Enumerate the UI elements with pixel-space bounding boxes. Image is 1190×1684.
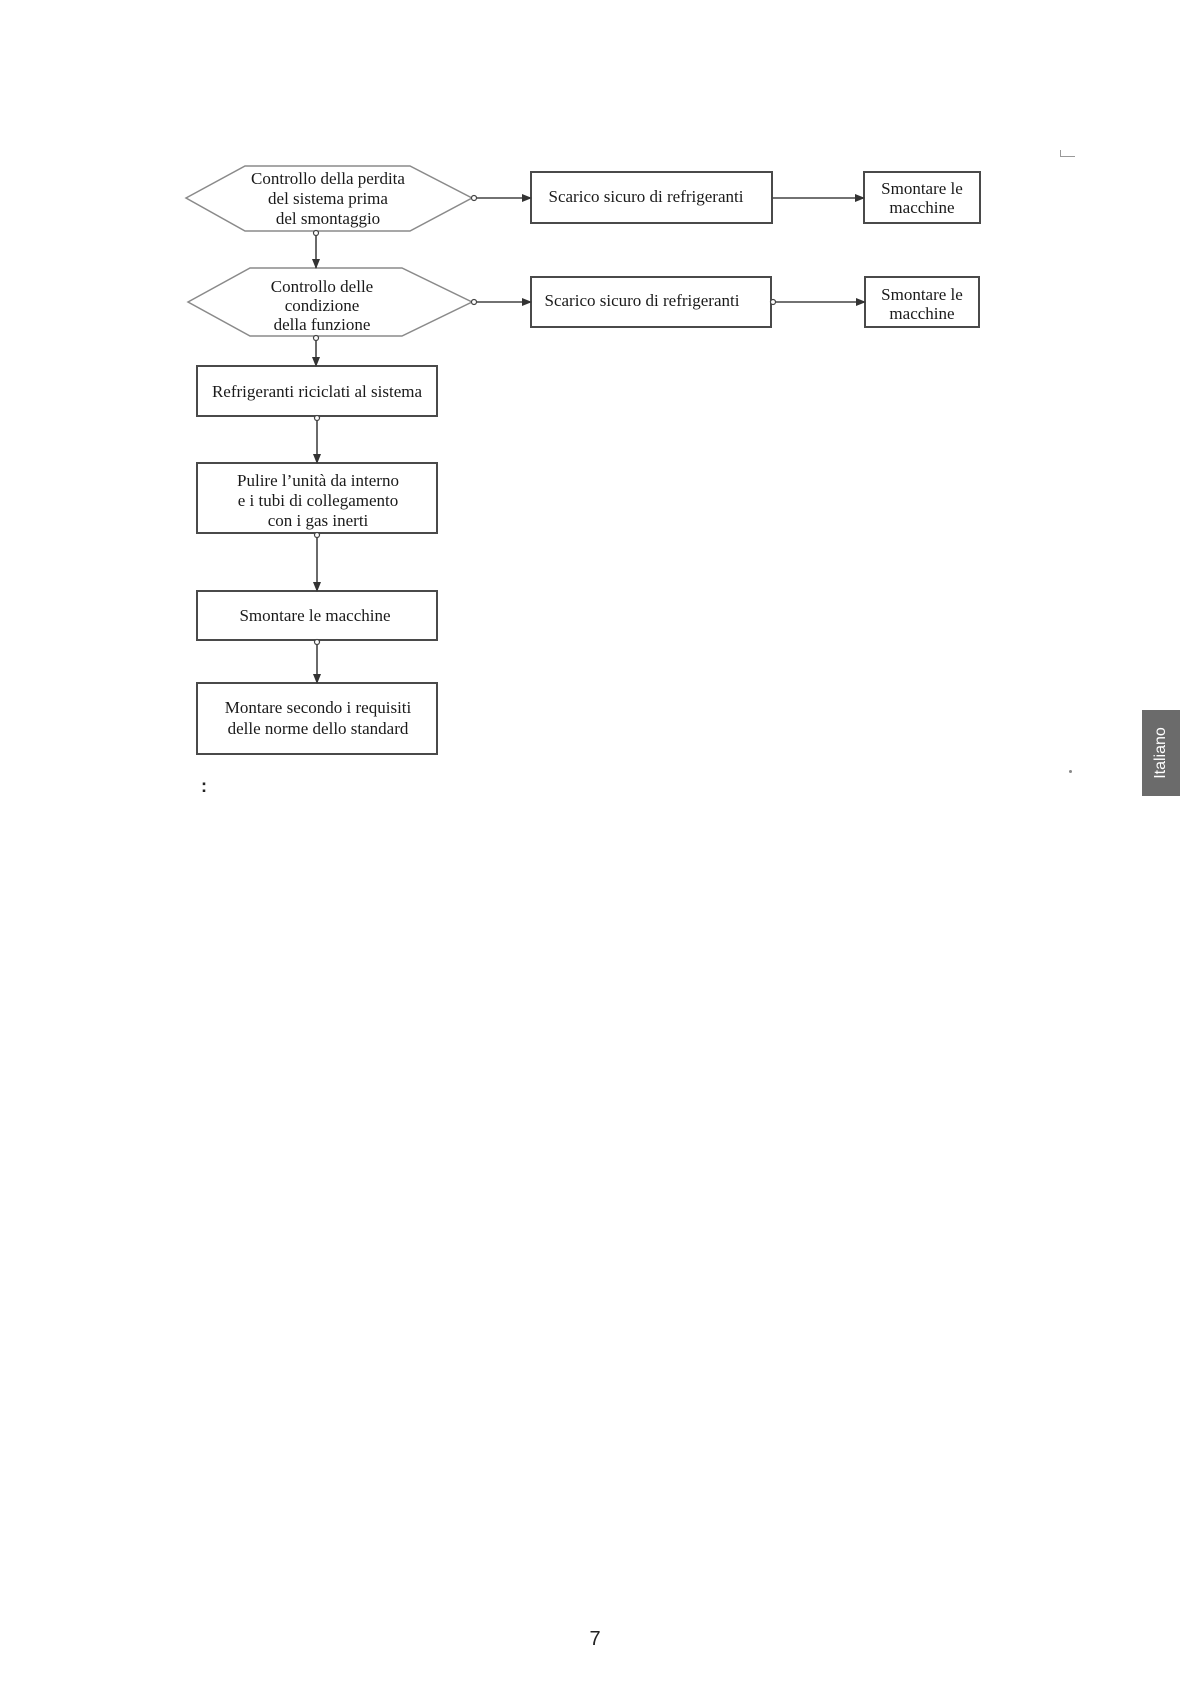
language-tab: Italiano xyxy=(1142,710,1180,796)
decision-function-check-line-3: della funzione xyxy=(274,315,371,334)
step-assemble-line-1: Montare secondo i requisiti xyxy=(225,698,412,717)
branch1-discharge-box: Scarico sicuro di refrigeranti xyxy=(530,171,773,224)
branch2-dismantle-line-2: macchine xyxy=(889,304,954,323)
connector-dot xyxy=(769,298,777,306)
connector-dot xyxy=(313,531,321,539)
step-assemble-line-2: delle norme dello standard xyxy=(228,719,409,738)
step-recycle-box: Refrigeranti riciclati al sistema xyxy=(196,365,438,417)
step-clean-line-3: con i gas inerti xyxy=(268,511,369,530)
branch2-discharge-label: Scarico sicuro di refrigeranti xyxy=(545,291,740,310)
step-assemble-box: Montare secondo i requisiti delle norme … xyxy=(196,682,438,755)
language-tab-label: Italiano xyxy=(1152,727,1169,779)
step-dismantle-box: Smontare le macchine xyxy=(196,590,438,641)
branch2-discharge-box: Scarico sicuro di refrigeranti xyxy=(530,276,772,328)
decision-leak-check-line-2: del sistema prima xyxy=(268,189,388,208)
branch1-discharge-label: Scarico sicuro di refrigeranti xyxy=(549,187,744,206)
decision-leak-check: Controllo della perdita del sistema prim… xyxy=(184,165,474,232)
decision-function-check-line-2: condizione xyxy=(285,296,360,315)
branch1-dismantle-line-1: Smontare le xyxy=(881,179,963,198)
connector-dot xyxy=(470,194,478,202)
decision-function-check: Controllo delle condizione della funzion… xyxy=(186,267,474,337)
decision-function-check-line-1: Controllo delle xyxy=(271,277,373,296)
step-clean-line-1: Pulire l’unità da interno xyxy=(237,471,399,490)
connector-dot xyxy=(470,298,478,306)
decision-leak-check-line-1: Controllo della perdita xyxy=(251,169,405,188)
stray-dot xyxy=(1069,770,1072,773)
flowchart-diagram: Controllo della perdita del sistema prim… xyxy=(184,165,981,755)
connector-dot xyxy=(312,229,320,237)
page-number: 7 xyxy=(589,1628,601,1650)
step-recycle-label: Refrigeranti riciclati al sistema xyxy=(212,382,423,401)
branch2-dismantle-box: Smontare le macchine xyxy=(864,276,980,328)
corner-crop-mark xyxy=(1060,150,1075,157)
connector-dot xyxy=(313,414,321,422)
stray-colon: : xyxy=(201,776,207,796)
step-clean-box: Pulire l’unità da interno e i tubi di co… xyxy=(196,462,438,534)
branch1-dismantle-line-2: macchine xyxy=(889,198,954,217)
connector-dot xyxy=(313,638,321,646)
branch1-dismantle-box: Smontare le macchine xyxy=(863,171,981,224)
branch2-dismantle-line-1: Smontare le xyxy=(881,285,963,304)
step-clean-line-2: e i tubi di collegamento xyxy=(238,491,399,510)
connector-dot xyxy=(312,334,320,342)
step-dismantle-label: Smontare le macchine xyxy=(239,606,390,625)
decision-leak-check-line-3: del smontaggio xyxy=(276,209,380,228)
